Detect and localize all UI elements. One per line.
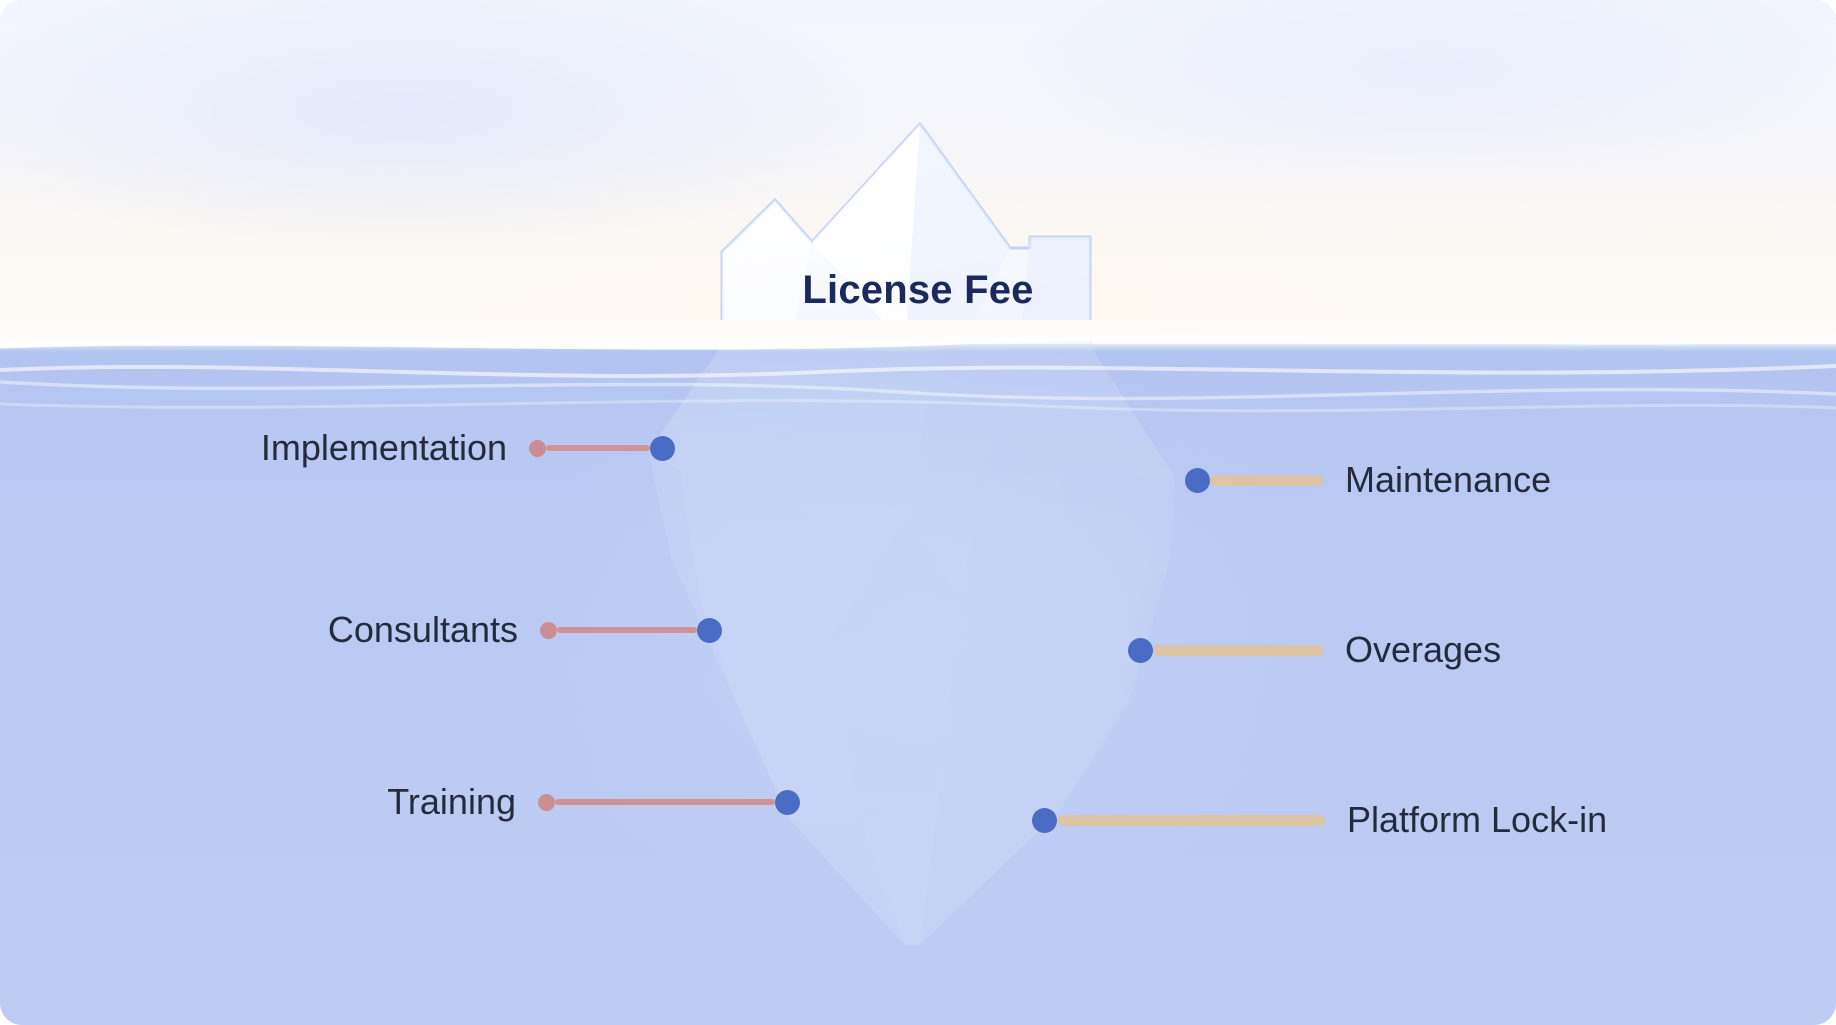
connector-bar: [1153, 644, 1323, 656]
label-training: Training: [387, 781, 516, 822]
connector-training[interactable]: Training: [0, 784, 800, 820]
connector-line-training: [538, 789, 800, 815]
connector-line-platform-lock-in: [1032, 807, 1325, 833]
connector-bar: [1210, 474, 1323, 486]
connector-line-consultants: [540, 617, 722, 643]
connector-implementation[interactable]: Implementation: [0, 430, 675, 466]
endpoint-dot-salmon-icon: [538, 793, 555, 811]
connector-bar: [557, 627, 697, 633]
endpoint-dot-salmon-icon: [540, 621, 557, 639]
connector-bar: [546, 445, 650, 451]
connector-consultants[interactable]: Consultants: [0, 612, 722, 648]
anchor-dot-blue-icon: [1185, 467, 1210, 493]
label-maintenance: Maintenance: [1345, 459, 1552, 500]
connector-bar: [555, 799, 775, 805]
anchor-dot-blue-icon: [650, 435, 675, 461]
connector-bar: [1057, 814, 1325, 826]
connector-line-overages: [1128, 637, 1323, 663]
anchor-dot-blue-icon: [1032, 807, 1057, 833]
label-implementation: Implementation: [260, 427, 507, 468]
anchor-dot-blue-icon: [775, 789, 800, 815]
page-title: License Fee: [802, 268, 1034, 312]
endpoint-dot-salmon-icon: [529, 439, 546, 457]
anchor-dot-blue-icon: [1128, 637, 1153, 663]
anchor-dot-blue-icon: [697, 617, 722, 643]
connector-line-implementation: [529, 435, 675, 461]
connector-maintenance[interactable]: Maintenance: [1185, 462, 1551, 498]
label-platform-lock-in: Platform Lock-in: [1347, 799, 1608, 840]
label-consultants: Consultants: [327, 609, 518, 650]
connector-platform-lock-in[interactable]: Platform Lock-in: [1032, 802, 1607, 838]
connector-overages[interactable]: Overages: [1128, 632, 1501, 668]
label-overages: Overages: [1345, 629, 1502, 670]
connector-line-maintenance: [1185, 467, 1323, 493]
